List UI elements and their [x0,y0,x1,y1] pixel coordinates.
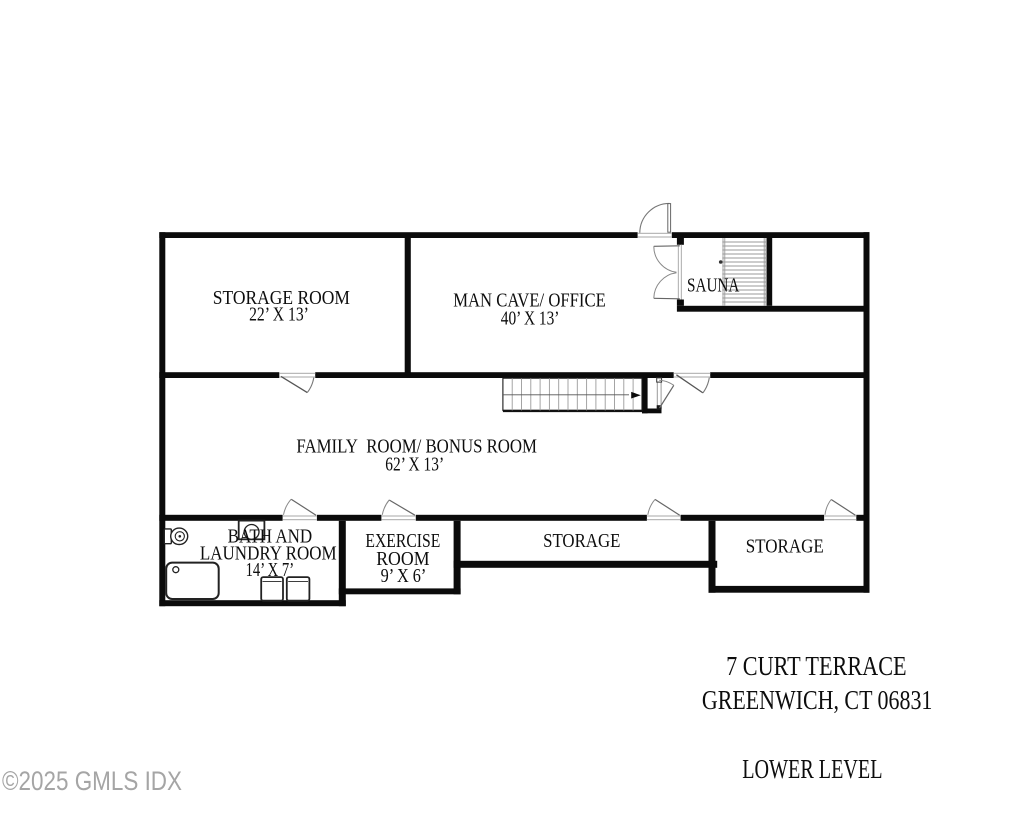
svg-text:22’ X 13’: 22’ X 13’ [249,303,309,325]
svg-text:BATH AND: BATH AND [228,525,313,547]
svg-text:40’ X 13’: 40’ X 13’ [501,308,560,330]
svg-text:STORAGE ROOM: STORAGE ROOM [213,287,350,309]
svg-text:STORAGE: STORAGE [543,530,620,552]
svg-text:LOWER LEVEL: LOWER LEVEL [742,754,882,784]
svg-text:EXERCISE: EXERCISE [365,530,440,552]
svg-text:MAN CAVE/ OFFICE: MAN CAVE/ OFFICE [453,289,606,311]
svg-text:LAUNDRY ROOM: LAUNDRY ROOM [200,542,337,564]
svg-text:62’ X 13’: 62’ X 13’ [385,453,444,475]
svg-text:©2025 GMLS IDX: ©2025 GMLS IDX [2,766,182,796]
svg-text:FAMILY ROOM/ BONUS ROOM: FAMILY ROOM/ BONUS ROOM [296,436,537,458]
svg-text:SAUNA: SAUNA [687,275,740,297]
svg-text:14’ X 7’: 14’ X 7’ [246,559,295,581]
svg-text:GREENWICH, CT 06831: GREENWICH, CT 06831 [702,685,933,715]
svg-text:9’ X 6’: 9’ X 6’ [381,565,427,587]
svg-text:7 CURT TERRACE: 7 CURT TERRACE [726,651,907,681]
svg-text:ROOM: ROOM [376,548,429,570]
svg-text:STORAGE: STORAGE [746,536,824,558]
